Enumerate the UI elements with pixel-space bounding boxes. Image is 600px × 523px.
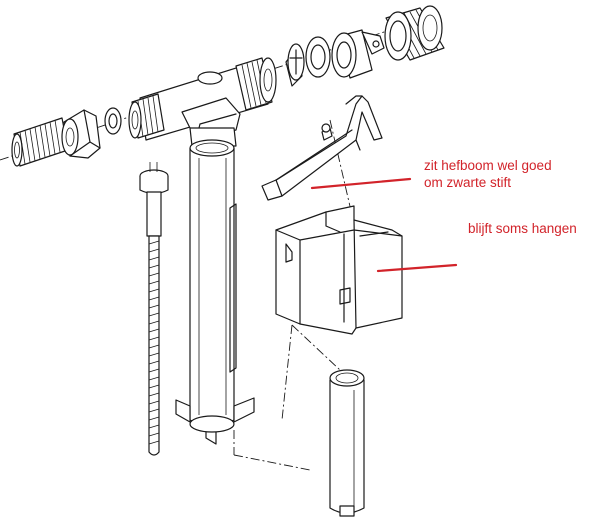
lever-annotation-line1: zit hefboom wel goed [424, 158, 552, 173]
valve-cap [331, 29, 385, 79]
threaded-inlet-nipple [11, 117, 69, 167]
valve-seal [285, 43, 305, 87]
float-cup [275, 205, 403, 335]
lever-annotation: zit hefboom wel goed om zwarte stift [424, 157, 552, 191]
adjustment-rod [139, 162, 169, 456]
float-annotation: blijft soms hangen [468, 220, 577, 237]
ribbed-cap-nut [384, 5, 445, 61]
diaphragm-ring [305, 36, 331, 78]
float-rod [329, 369, 365, 517]
float-annotation-text: blijft soms hangen [468, 221, 577, 236]
riser-tube [175, 139, 255, 445]
hex-nut [61, 109, 101, 159]
washer [104, 107, 122, 135]
lever-annotation-line2: om zwarte stift [424, 175, 512, 190]
float-annotation-line [376, 263, 458, 273]
lever-annotation-line [310, 177, 412, 190]
lever-arm [261, 95, 383, 201]
valve-body [128, 57, 277, 147]
